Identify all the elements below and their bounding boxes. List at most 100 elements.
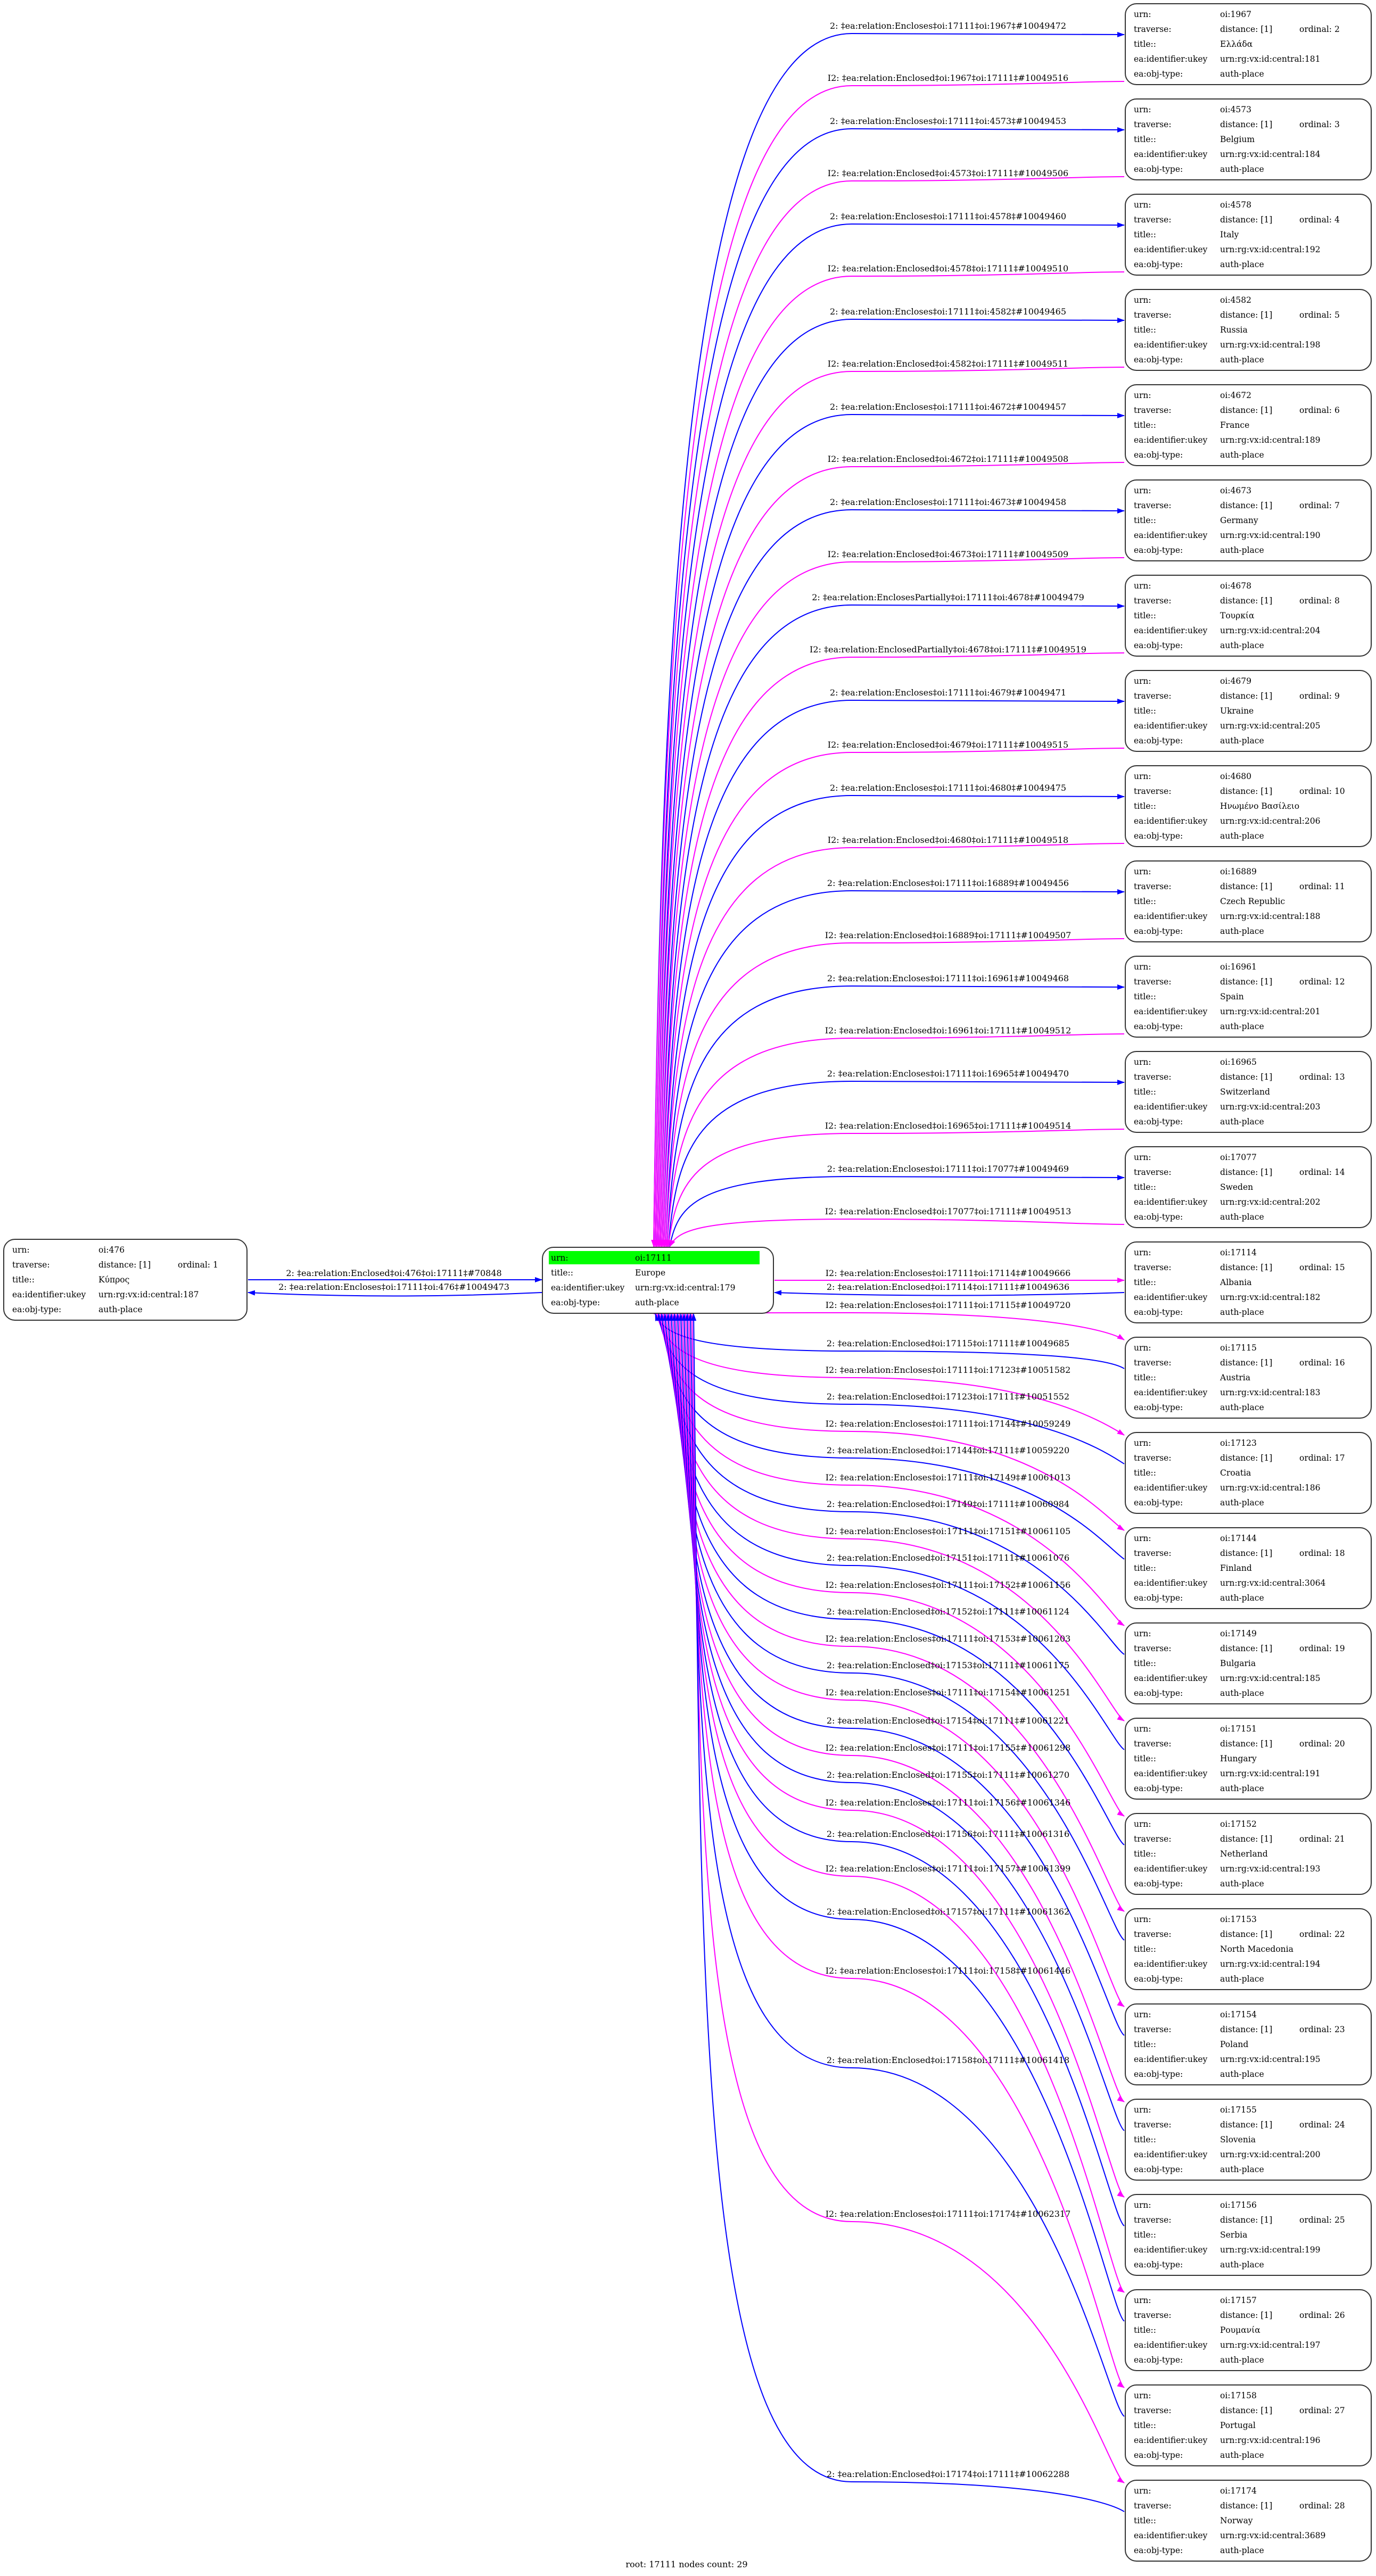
edge-label: I2: ‡ea:relation:Encloses‡oi:17111‡oi:17… [825,1472,1071,1482]
field-label: urn: [1134,1248,1151,1257]
edge-label: 2: ‡ea:relation:Enclosed‡oi:17144‡oi:171… [826,1445,1070,1455]
node-row-traverse: traverse:distance: [1]ordinal: 4 [1126,212,1371,227]
edge-label: I2: ‡ea:relation:Enclosed‡oi:4679‡oi:171… [827,740,1069,750]
distance-value: distance: [1] [1220,2501,1273,2511]
ordinal-value: ordinal: 24 [1299,2120,1345,2130]
root-highlight [636,1251,760,1264]
edge-forward [653,31,1125,1247]
field-label: ea:identifier:ukey [1134,150,1208,159]
ordinal-value: ordinal: 3 [1299,120,1340,129]
title-value: Ηνωμένο Βασίλειο [1220,801,1300,811]
node-row-traverse: traverse:distance: [1]ordinal: 9 [1126,689,1371,703]
node-row-obj-type: ea:obj-type:auth-place [1126,829,1371,843]
node-row-urn: urn:oi:17151 [1126,1721,1371,1736]
edge-label: 2: ‡ea:relation:Encloses‡oi:17111‡oi:467… [829,688,1067,698]
edge-forward [661,603,1125,1247]
node-row-obj-type: ea:obj-type:auth-place [1126,924,1371,939]
node-row-title: title::Serbia [1126,2227,1371,2242]
ukey-value: urn:rg:vx:id:central:197 [1220,2340,1321,2350]
field-label: ea:identifier:ukey [1134,2531,1208,2540]
node-row-title: title::Slovenia [1126,2132,1371,2147]
node-row-obj-type: ea:obj-type:auth-place [1126,1876,1371,1891]
node-row-title: title::Bulgaria [1126,1656,1371,1671]
ordinal-value: ordinal: 4 [1299,215,1340,225]
distance-value: distance: [1] [1220,405,1273,415]
edge-forward [656,222,1125,1247]
distance-value: distance: [1] [1220,2310,1273,2320]
field-label: urn: [1134,1343,1151,1353]
field-label: ea:obj-type: [1134,355,1183,365]
edge-label: 2: ‡ea:relation:Enclosed‡oi:17153‡oi:171… [826,1660,1070,1670]
field-label: title:: [1134,1278,1156,1287]
node-row-urn: urn:oi:17114 [1126,1245,1371,1260]
ordinal-value: ordinal: 27 [1299,2406,1345,2415]
urn-value: oi:16961 [1220,962,1257,972]
title-value: Poland [1220,2040,1249,2049]
field-label: urn: [1134,295,1151,305]
title-value: Portugal [1220,2421,1256,2430]
urn-value: oi:16965 [1220,1057,1257,1067]
edge-label: 2: ‡ea:relation:Enclosed‡oi:17114‡oi:171… [826,1282,1070,1292]
urn-value: oi:17156 [1220,2200,1257,2210]
edge-label: I2: ‡ea:relation:Encloses‡oi:17111‡oi:17… [825,1419,1071,1429]
node-row-title: title::Czech Republic [1126,894,1371,909]
node-row-urn: urn:oi:17077 [1126,1150,1371,1165]
node-row-urn: urn:oi:17153 [1126,1912,1371,1927]
field-label: traverse: [1134,1739,1172,1749]
title-value: Switzerland [1220,1087,1270,1097]
urn-value: oi:4679 [1220,676,1251,686]
edge-label: I2: ‡ea:relation:Encloses‡oi:17111‡oi:17… [825,1798,1071,1808]
field-label: title:: [1134,992,1156,1001]
edge-label: 2: ‡ea:relation:Encloses‡oi:17111‡oi:457… [829,116,1067,126]
field-label: traverse: [1134,24,1172,34]
obj-type-value: auth-place [1220,1307,1264,1317]
node-row-traverse: traverse:distance: [1]ordinal: 13 [1126,1070,1371,1084]
field-label: ea:identifier:ukey [1134,1959,1208,1969]
ukey-value: urn:rg:vx:id:central:184 [1220,150,1321,159]
node-row-title: title::Τουρκία [1126,608,1371,623]
field-label: traverse: [1134,1644,1172,1653]
field-label: urn: [1134,962,1151,972]
distance-value: distance: [1] [1220,2025,1273,2034]
distance-value: distance: [1] [1220,2120,1273,2130]
edge-forward [657,1313,1125,1464]
node-row-title: title::Ελλάδα [1126,37,1371,52]
field-label: ea:identifier:ukey [1134,2340,1208,2350]
ordinal-value: ordinal: 9 [1299,691,1340,701]
field-label: ea:identifier:ukey [1134,1102,1208,1112]
field-label: urn: [12,1245,30,1255]
field-label: title:: [1134,1182,1156,1192]
